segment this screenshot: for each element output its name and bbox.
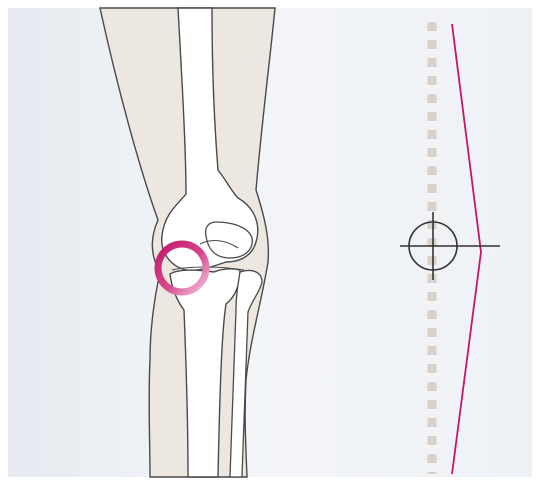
- background: [8, 8, 532, 477]
